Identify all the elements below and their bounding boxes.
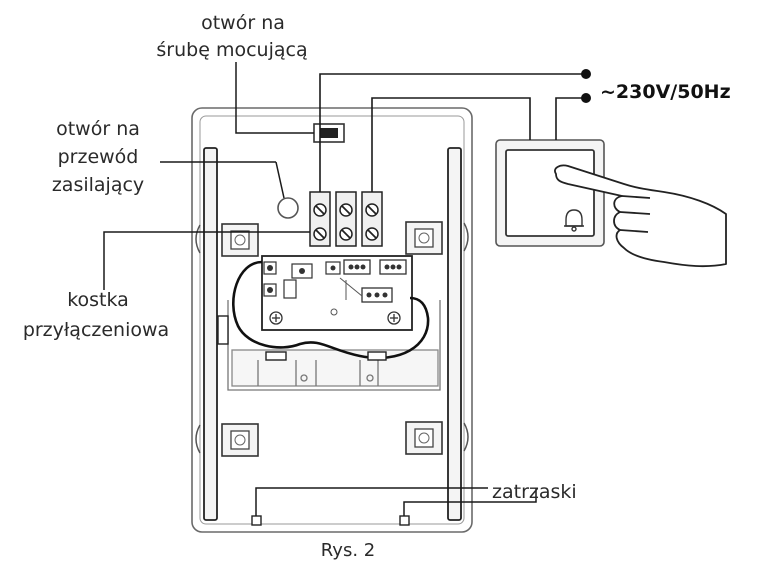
label-screw-hole-line1: otwór na — [201, 12, 285, 34]
supply-terminal-l — [581, 69, 591, 79]
small-components — [217, 315, 387, 361]
supply-terminal-n — [581, 93, 591, 103]
supply-wires — [319, 73, 586, 192]
cable-hole — [277, 197, 299, 219]
label-latches: zatrzaski — [492, 481, 577, 503]
label-cable-hole-line3: zasilający — [52, 174, 144, 196]
coil-wire — [232, 260, 430, 360]
label-terminal-line1: kostka — [67, 289, 129, 311]
terminal-block — [309, 191, 383, 247]
leader-lines — [103, 62, 537, 516]
mounting-bracket-top-left — [195, 223, 259, 257]
mounting-bracket-top-right — [405, 221, 469, 255]
label-screw-hole-line2: śrubę mocującą — [156, 39, 307, 61]
label-terminal-line2: przyłączeniowa — [23, 319, 169, 341]
push-button — [495, 139, 605, 247]
bell-icon — [564, 209, 584, 232]
mounting-bracket-bottom-left — [195, 423, 259, 457]
figure-caption: Rys. 2 — [321, 540, 375, 561]
label-cable-hole-line2: przewód — [58, 146, 139, 168]
pointing-hand-icon — [554, 164, 727, 268]
label-voltage: ~230V/50Hz — [600, 81, 731, 103]
screw-hole — [313, 123, 345, 143]
circuit-board — [261, 255, 413, 331]
label-cable-hole-line1: otwór na — [56, 118, 140, 140]
mounting-bracket-bottom-right — [405, 421, 469, 455]
side-rails — [203, 147, 462, 521]
